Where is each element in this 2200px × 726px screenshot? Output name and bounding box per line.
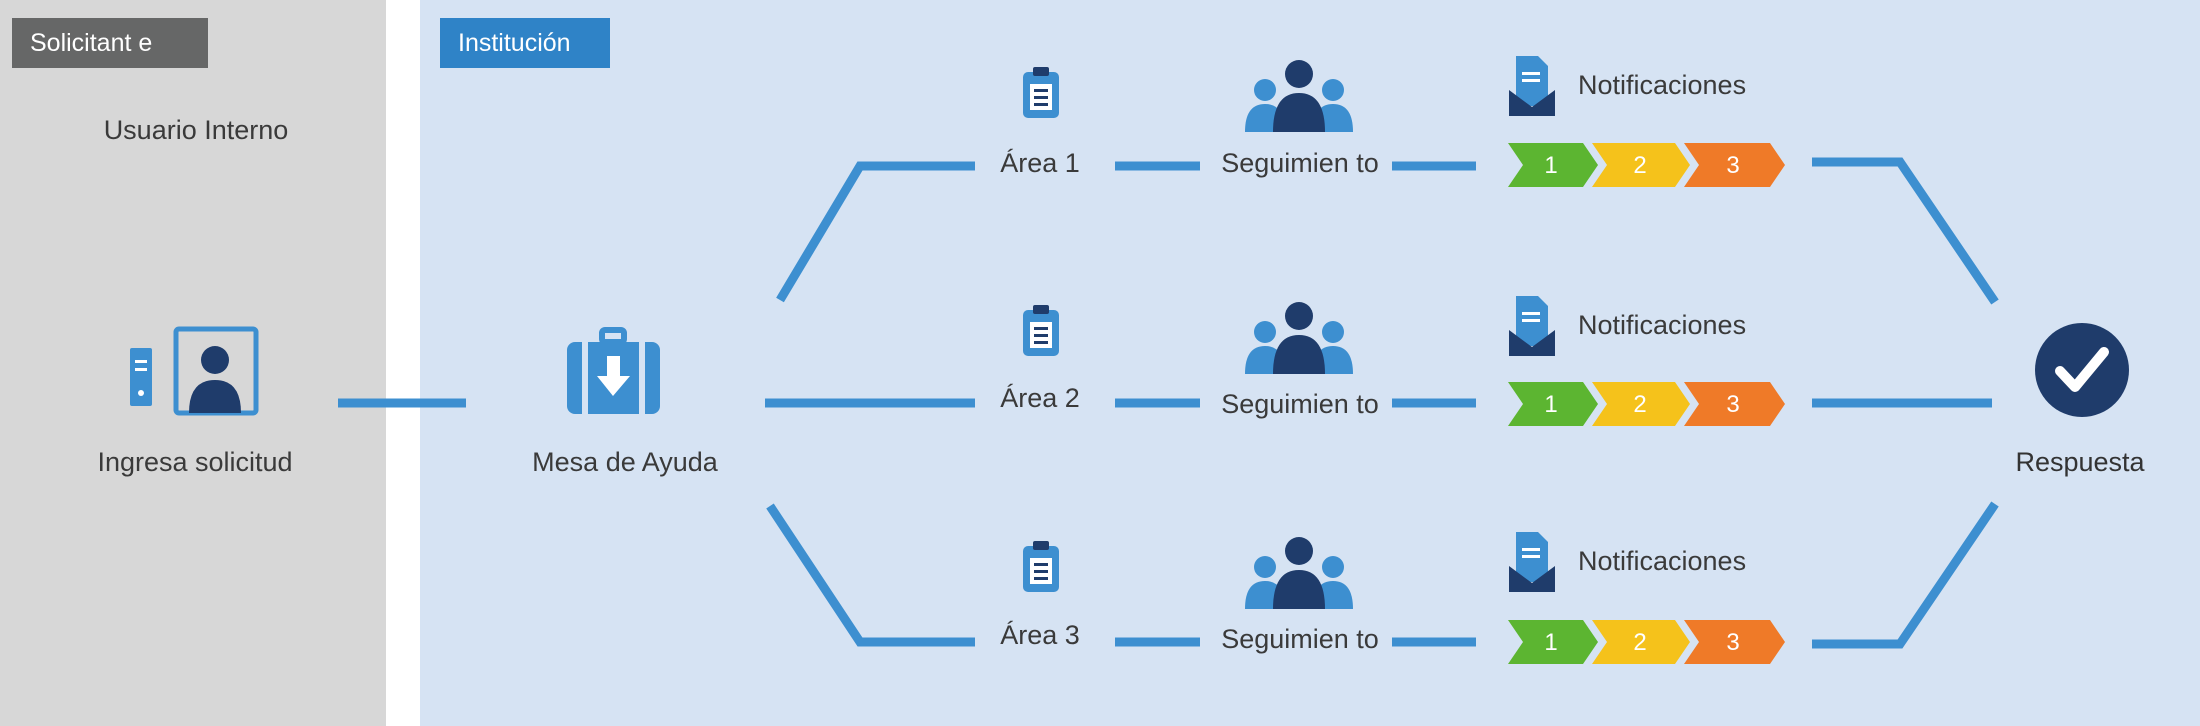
team-icon [1245, 60, 1353, 132]
submit-request-label: Ingresa solicitud [97, 447, 293, 477]
mail-document-icon [1509, 532, 1555, 592]
step-1-chevron [1508, 382, 1598, 426]
mail-document-icon [1509, 296, 1555, 356]
step-1-chevron [1508, 143, 1598, 187]
step-1-chevron [1508, 620, 1598, 664]
step-2-number: 2 [1633, 629, 1646, 656]
requester-tag: Solicitant e [12, 18, 208, 68]
step-3-number: 3 [1726, 629, 1739, 656]
team-icon [1245, 302, 1353, 374]
area-label: Área 3 [1000, 620, 1080, 650]
connector-branch-bottom [766, 503, 975, 647]
helpdesk-label: Mesa de Ayuda [532, 447, 718, 477]
team-icon [1245, 537, 1353, 609]
institution-tag: Institución [440, 18, 610, 68]
step-3-chevron [1684, 143, 1785, 187]
step-2-number: 2 [1633, 391, 1646, 418]
clipboard-icon [1023, 541, 1059, 592]
step-3-number: 3 [1726, 152, 1739, 179]
step-1-number: 1 [1544, 629, 1557, 656]
step-2-chevron [1592, 620, 1690, 664]
tracking-label: Seguimien to [1221, 389, 1379, 419]
connector-merge-bottom [1812, 501, 1999, 649]
step-chevrons: 1 2 3 [1508, 620, 1785, 664]
requester-panel [0, 0, 386, 726]
check-circle-icon [2035, 323, 2129, 417]
step-2-chevron [1592, 143, 1690, 187]
notifications-label: Notificaciones [1578, 546, 1747, 576]
tracking-label: Seguimien to [1221, 148, 1379, 178]
step-1-number: 1 [1544, 152, 1557, 179]
response-label: Respuesta [2015, 447, 2145, 477]
clipboard-icon [1023, 305, 1059, 356]
mail-document-icon [1509, 56, 1555, 116]
step-3-number: 3 [1726, 391, 1739, 418]
area-label: Área 1 [1000, 148, 1080, 178]
step-chevrons: 1 2 3 [1508, 382, 1785, 426]
clipboard-icon [1023, 67, 1059, 118]
notifications-label: Notificaciones [1578, 70, 1747, 100]
notifications-label: Notificaciones [1578, 310, 1747, 340]
area-label: Área 2 [1000, 383, 1080, 413]
connector-branch-top [776, 161, 975, 303]
tracking-label: Seguimien to [1221, 624, 1379, 654]
step-3-chevron [1684, 382, 1785, 426]
requester-subtitle: Usuario Interno [103, 115, 289, 145]
step-1-number: 1 [1544, 391, 1557, 418]
connector-merge-top [1812, 157, 1999, 305]
step-3-chevron [1684, 620, 1785, 664]
step-2-chevron [1592, 382, 1690, 426]
step-2-number: 2 [1633, 152, 1646, 179]
step-chevrons: 1 2 3 [1508, 143, 1785, 187]
computer-user-icon [130, 326, 259, 416]
briefcase-download-icon [567, 327, 660, 414]
